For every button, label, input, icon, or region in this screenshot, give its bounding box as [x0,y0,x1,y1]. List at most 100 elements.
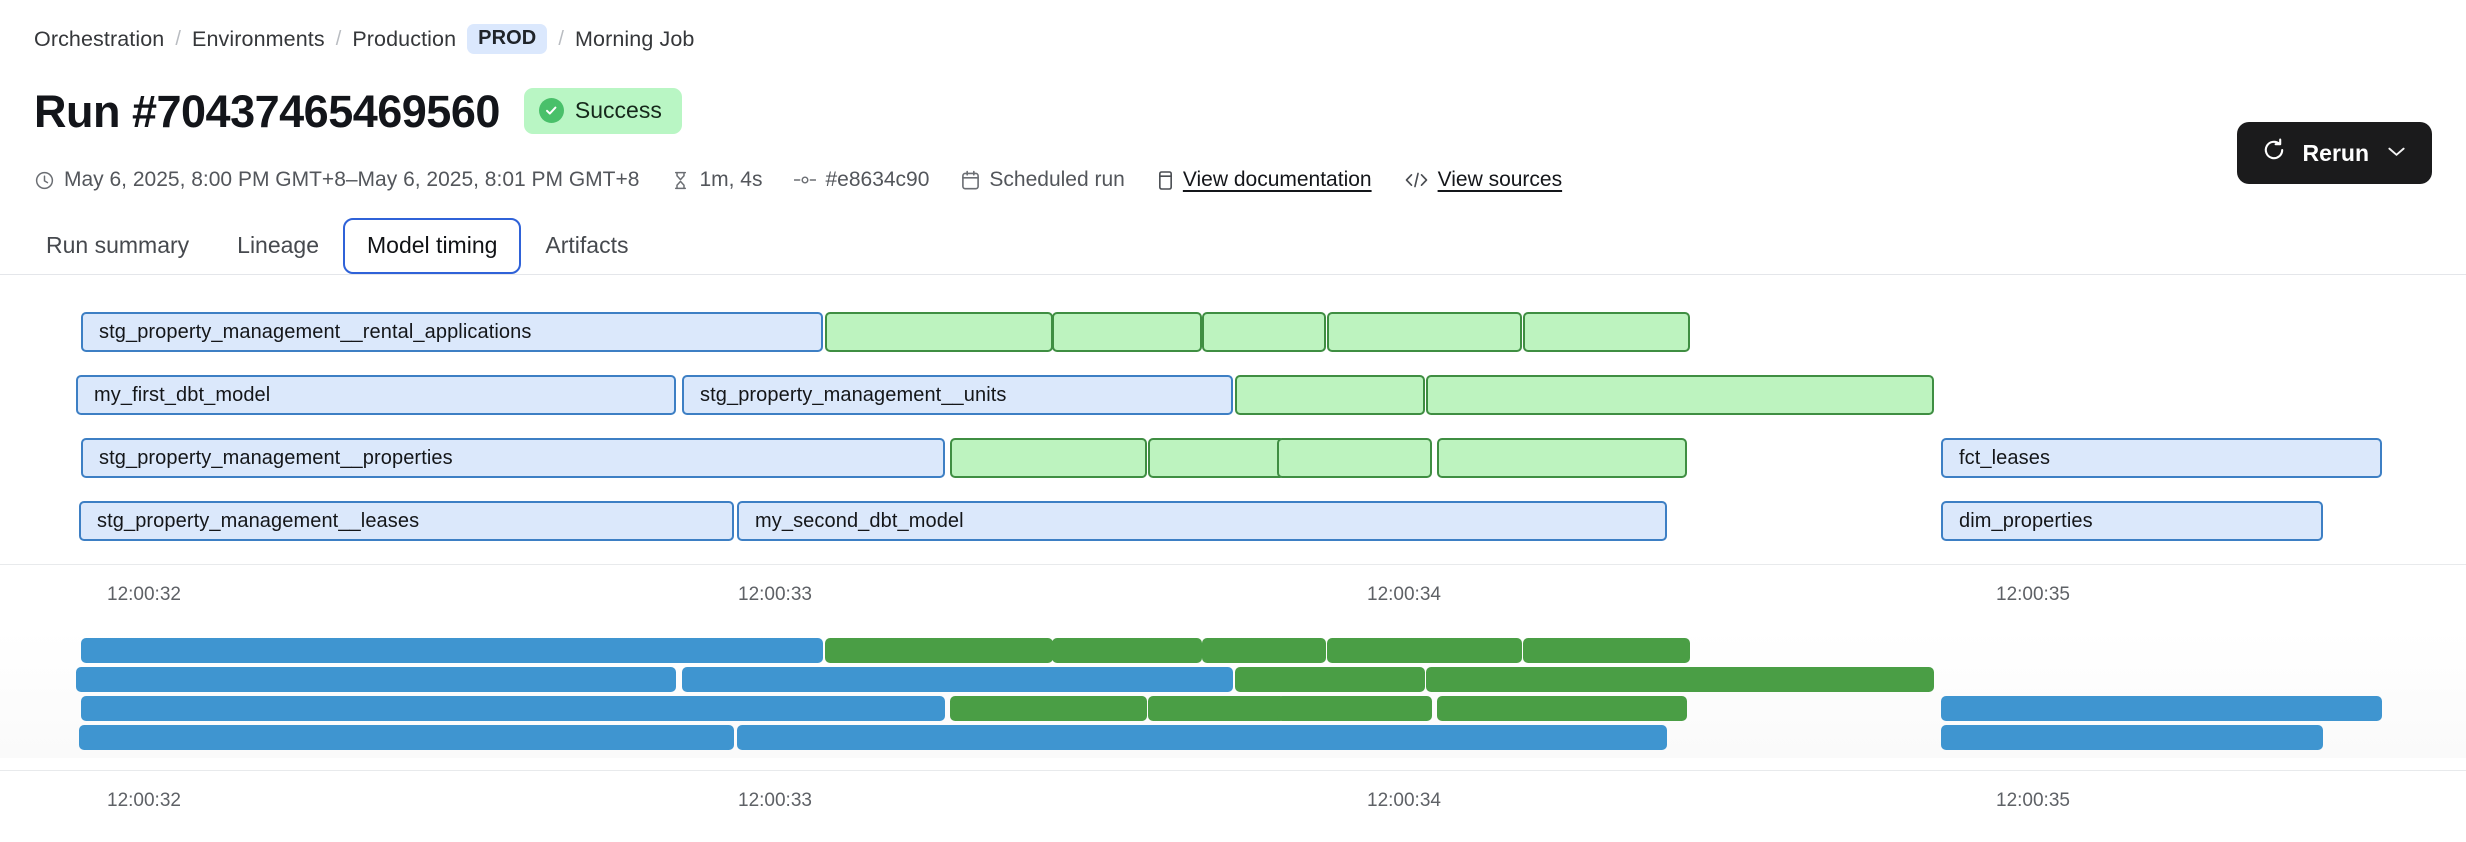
gantt-bar-fct_leases[interactable]: fct_leases [1941,438,2382,478]
gantt-bar[interactable] [1277,696,1432,721]
gantt-bar[interactable] [1202,638,1326,663]
gantt-bar-stg_property_management__properties[interactable]: stg_property_management__properties [81,438,945,478]
rerun-label: Rerun [2302,139,2369,166]
calendar-icon [961,170,980,191]
meta-timerange-text: May 6, 2025, 8:00 PM GMT+8–May 6, 2025, … [64,168,640,191]
breadcrumb-item-orchestration[interactable]: Orchestration [34,26,165,51]
gantt-bar-label: stg_property_management__units [700,383,1007,406]
gantt-row [0,667,2466,692]
gantt-plot-solid[interactable] [0,630,2466,758]
gantt-bar-my_second_dbt_model[interactable]: my_second_dbt_model [737,501,1667,541]
tab-artifacts[interactable]: Artifacts [521,218,652,274]
tab-model-timing[interactable]: Model timing [343,218,522,274]
hourglass-icon [671,170,690,191]
meta-commit-text: #e8634c90 [825,168,930,191]
meta-documentation-link[interactable]: View documentation [1182,168,1372,191]
gantt-bar[interactable] [76,667,676,692]
gantt-row [0,725,2466,750]
meta-timerange: May 6, 2025, 8:00 PM GMT+8–May 6, 2025, … [34,168,639,192]
check-circle-icon [538,98,564,123]
gantt-bar-label: dim_properties [1959,509,2093,532]
meta-commit[interactable]: #e8634c90 [794,168,929,192]
gantt-bar-my_first_dbt_model[interactable]: my_first_dbt_model [76,375,676,415]
gantt-bar[interactable] [1052,638,1202,663]
meta-duration-text: 1m, 4s [699,168,763,191]
gantt-row: stg_property_management__leases my_second… [0,501,2466,541]
meta-trigger: Scheduled run [961,168,1125,192]
commit-icon [794,171,817,189]
breadcrumb-separator: / [558,27,565,50]
gantt-bar-label: fct_leases [1959,446,2051,469]
gantt-bar[interactable] [1148,438,1285,478]
gantt-bar-stg_property_management__units[interactable]: stg_property_management__units [682,375,1233,415]
gantt-bar[interactable] [1148,696,1285,721]
gantt-row [0,696,2466,721]
gantt-bar[interactable] [1202,312,1326,352]
gantt-bar[interactable] [1523,638,1690,663]
gantt-bar[interactable] [1052,312,1202,352]
model-timing-chart-labeled: stg_property_management__rental_applicat… [0,312,2466,605]
gantt-bar-dim_properties[interactable]: dim_properties [1941,501,2323,541]
breadcrumb-item-morning-job[interactable]: Morning Job [575,26,695,51]
gantt-bar-label: stg_property_management__leases [97,509,420,532]
tab-bar: Run summary Lineage Model timing Artifac… [22,218,652,274]
gantt-bar[interactable] [1235,667,1425,692]
gantt-row: stg_property_management__properties fct_l… [0,438,2466,478]
meta-sources[interactable]: View sources [1404,168,1563,192]
gantt-bar[interactable] [81,696,945,721]
gantt-bar[interactable] [1437,696,1687,721]
rerun-button[interactable]: Rerun [2236,122,2432,184]
gantt-bar[interactable] [1437,438,1687,478]
gantt-bar[interactable] [950,696,1147,721]
gantt-bar-stg_property_management__rental_applications[interactable]: stg_property_management__rental_applicat… [81,312,823,352]
gantt-bar[interactable] [1277,438,1432,478]
gantt-bar[interactable] [1426,375,1934,415]
chevron-down-icon[interactable] [2387,143,2406,163]
breadcrumb-badge-prod: PROD [467,24,548,54]
breadcrumb-separator: / [335,27,342,50]
tab-lineage[interactable]: Lineage [213,218,343,274]
breadcrumb-item-environments[interactable]: Environments [192,26,325,51]
breadcrumb-item-production[interactable]: Production [352,26,457,51]
x-axis-tick-label: 12:00:33 [738,584,812,605]
gantt-bar-label: my_second_dbt_model [755,509,964,532]
x-axis-line-labeled [0,564,2466,565]
gantt-bar[interactable] [81,638,823,663]
gantt-bar[interactable] [825,638,1053,663]
page-title: Run #70437465469560 [34,85,500,137]
tab-run-summary[interactable]: Run summary [22,218,213,274]
status-label: Success [574,97,662,123]
gantt-plot-labeled[interactable]: stg_property_management__rental_applicat… [0,312,2466,550]
x-axis-tick-label: 12:00:34 [1367,584,1441,605]
gantt-bar[interactable] [1426,667,1934,692]
gantt-bar[interactable] [1523,312,1690,352]
gantt-row: my_first_dbt_model stg_property_managemen… [0,375,2466,415]
x-axis-tick-label: 12:00:35 [1996,790,2070,811]
title-row: Run #70437465469560 Success [34,88,682,134]
gantt-bar-stg_property_management__leases[interactable]: stg_property_management__leases [79,501,734,541]
gantt-bar-label: stg_property_management__properties [99,446,453,469]
gantt-bar[interactable] [79,725,734,750]
book-icon [1157,170,1174,191]
gantt-bar[interactable] [1941,725,2323,750]
meta-documentation[interactable]: View documentation [1157,168,1372,192]
meta-trigger-text: Scheduled run [989,168,1125,191]
gantt-bar[interactable] [950,438,1147,478]
gantt-bar[interactable] [825,312,1053,352]
x-axis-tick-label: 12:00:35 [1996,584,2070,605]
gantt-bar[interactable] [682,667,1233,692]
gantt-bar[interactable] [1235,375,1425,415]
gantt-bar[interactable] [1941,696,2382,721]
meta-sources-link[interactable]: View sources [1437,168,1563,191]
run-meta-row: May 6, 2025, 8:00 PM GMT+8–May 6, 2025, … [34,168,1562,192]
gantt-bar[interactable] [1327,312,1522,352]
gantt-bar[interactable] [1327,638,1522,663]
gantt-bar[interactable] [737,725,1667,750]
gantt-bar-label: my_first_dbt_model [94,383,271,406]
breadcrumb: Orchestration / Environments / Productio… [34,24,694,54]
gantt-row [0,638,2466,663]
